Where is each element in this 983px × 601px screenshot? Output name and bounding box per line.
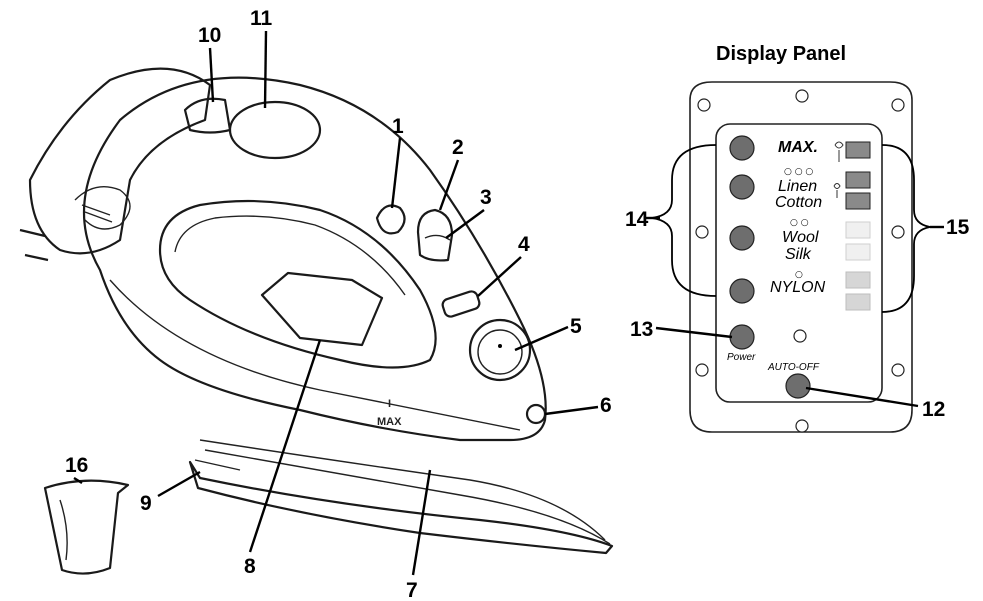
callout-14: 14 (625, 208, 649, 231)
dial-dot-icon (498, 344, 502, 348)
panel-title: Display Panel (716, 43, 846, 65)
setting-label-linen: Linen (778, 178, 817, 195)
callout-9: 9 (140, 492, 152, 515)
callout-4: 4 (518, 233, 530, 256)
callout-1: 1 (392, 115, 404, 138)
setting-label-max: MAX. (778, 139, 818, 156)
body-contour-2 (199, 439, 606, 541)
setting-dots-nylon: ○ (795, 270, 803, 280)
measuring-cup (43, 479, 130, 575)
linen-cotton-button[interactable] (729, 174, 755, 200)
cord-coil (74, 186, 131, 230)
callout-6: 6 (600, 394, 612, 417)
plug-prongs (19, 228, 49, 262)
power-button[interactable] (729, 324, 755, 350)
setting-dots-wool: ○ ○ (790, 218, 809, 228)
wool-silk-button[interactable] (729, 225, 755, 251)
panel-face (715, 123, 883, 403)
callout-15: 15 (946, 216, 970, 239)
iron-body (82, 76, 547, 442)
spray-button[interactable] (375, 204, 406, 235)
setting-label-silk: Silk (785, 246, 812, 263)
callout-3: 3 (480, 186, 492, 209)
screw-holes (695, 89, 905, 433)
steam-icon-small (833, 183, 841, 198)
soleplate-base (204, 449, 611, 545)
callout-8: 8 (244, 555, 256, 578)
indicator-linen (845, 171, 871, 189)
callout-labels: 1 2 3 4 5 6 7 8 9 10 11 16 (65, 7, 612, 601)
handle-inner-line (174, 215, 406, 296)
setting-dots-linen: ○ ○ ○ (784, 167, 813, 177)
auto-off-button[interactable] (785, 373, 811, 399)
indicator-nylon (845, 271, 871, 289)
cord-housing (28, 67, 212, 255)
steam-iron-illustration: I MAX (19, 67, 614, 555)
indicator-wool (845, 221, 871, 239)
callout-16: 16 (65, 454, 88, 477)
rear-lid (183, 97, 232, 134)
setting-label-wool: Wool (782, 229, 819, 246)
handle-opening (158, 199, 437, 369)
indicator-cotton (845, 192, 871, 210)
nylon-button[interactable] (729, 278, 755, 304)
steam-burst-button[interactable] (416, 208, 454, 262)
callout-10: 10 (198, 24, 221, 47)
setting-label-nylon: NYLON (770, 279, 826, 296)
indicator-nylon-2 (845, 293, 871, 311)
callout-12: 12 (922, 398, 945, 421)
dial-inner (477, 329, 523, 375)
power-label: Power (727, 352, 756, 363)
steam-icon (834, 141, 844, 162)
water-window (260, 271, 384, 347)
callout-13: 13 (630, 318, 653, 341)
water-level-mark: I (388, 398, 391, 410)
auto-off-indicator (793, 329, 807, 343)
display-panel: Display Panel MAX. ○ ○ ○ Linen Cotton ○ … (625, 43, 970, 433)
top-cover (228, 100, 322, 160)
callout-2: 2 (452, 136, 464, 159)
temperature-dial[interactable] (468, 318, 532, 382)
auto-off-label: AUTO-OFF (767, 362, 820, 373)
soleplate (188, 460, 614, 555)
indicator-light (525, 403, 547, 425)
body-contour (109, 279, 521, 431)
indicator-max (845, 141, 871, 159)
water-level-max: MAX (377, 416, 402, 428)
steam-control[interactable] (424, 234, 451, 241)
callout-11: 11 (250, 7, 273, 30)
max-button[interactable] (729, 135, 755, 161)
self-clean-button[interactable] (441, 290, 481, 318)
indicator-silk (845, 243, 871, 261)
water-fill-inlet (194, 459, 241, 471)
callout-5: 5 (570, 315, 582, 338)
callout-7: 7 (406, 579, 418, 601)
setting-label-cotton: Cotton (775, 194, 822, 211)
